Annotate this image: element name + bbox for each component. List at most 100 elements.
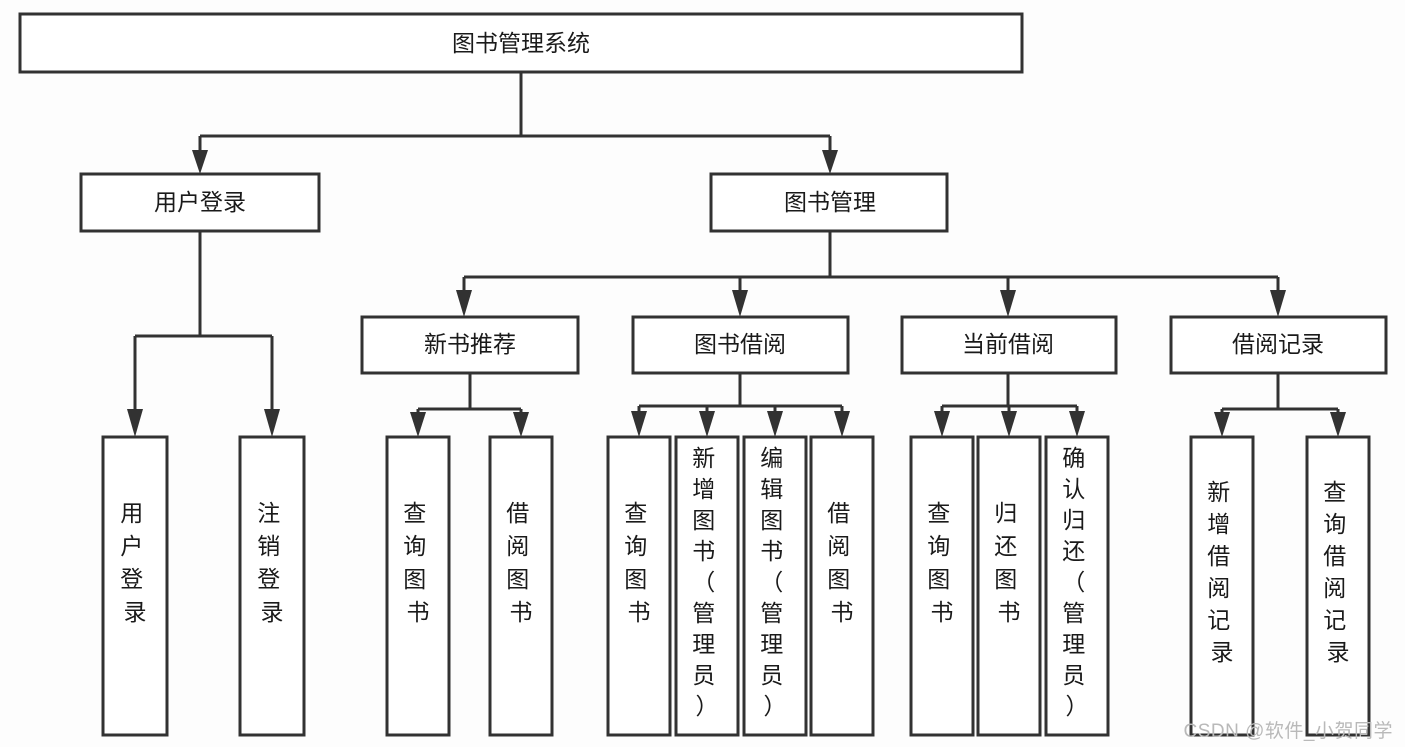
leaf-borrow-edit-book-label: 编 辑 图 书 （ 管 理 员 ） bbox=[760, 445, 789, 719]
node-user-login[interactable]: 用户登录 bbox=[79, 172, 321, 233]
leaf-user-login-box[interactable] bbox=[101, 435, 169, 737]
leaf-char: 编 bbox=[760, 445, 783, 471]
arrow-head-borrow-record bbox=[1270, 290, 1286, 317]
node-book-borrow-box[interactable] bbox=[631, 315, 850, 375]
node-book-management[interactable]: 图书管理 bbox=[709, 172, 949, 233]
leaf-char: 管 bbox=[692, 600, 715, 626]
leaf-char: 图 bbox=[506, 566, 529, 592]
leaf-record-add-box[interactable] bbox=[1189, 435, 1255, 737]
leaf-char: 理 bbox=[760, 631, 783, 657]
connector-layer bbox=[127, 72, 1346, 437]
leaf-char: 员 bbox=[692, 662, 715, 688]
leaf-newbook-borrow-book[interactable]: 借 阅 图 书 bbox=[488, 435, 554, 737]
leaf-char: 新 bbox=[692, 445, 715, 471]
leaf-char: 书 bbox=[510, 599, 533, 625]
node-new-book-recommend-label: 新书推荐 bbox=[424, 331, 516, 357]
leaf-logout-box[interactable] bbox=[238, 435, 306, 737]
leaf-newbook-query-book[interactable]: 查 询 图 书 bbox=[385, 435, 451, 737]
leaf-char: 阅 bbox=[506, 533, 529, 559]
node-book-management-label: 图书管理 bbox=[784, 189, 876, 215]
leaf-user-login[interactable]: 用 户 登 录 bbox=[101, 435, 169, 737]
leaf-char: 询 bbox=[624, 533, 647, 559]
arrow-head-leaf-user-login bbox=[127, 409, 143, 437]
leaf-current-return-book[interactable]: 归 还 图 书 bbox=[976, 435, 1042, 737]
leaf-char: 用 bbox=[120, 500, 143, 526]
arrow-head-record-query bbox=[1330, 412, 1346, 437]
leaf-char: 还 bbox=[994, 533, 1017, 559]
leaf-char: 记 bbox=[1207, 607, 1230, 633]
leaf-char: 图 bbox=[403, 566, 426, 592]
leaf-char: 注 bbox=[257, 500, 280, 526]
leaf-borrow-add-book[interactable]: 新 增 图 书 （ 管 理 员 ） bbox=[674, 435, 740, 737]
leaf-char: （ bbox=[692, 569, 715, 595]
leaf-logout[interactable]: 注 销 登 录 bbox=[238, 435, 306, 737]
leaf-current-confirm-return-label: 确 认 归 还 （ 管 理 员 ） bbox=[1062, 445, 1091, 719]
leaf-char: 理 bbox=[1062, 631, 1085, 657]
leaf-char: 书 bbox=[692, 538, 715, 564]
leaf-newbook-borrow-book-label: 借 阅 图 书 bbox=[506, 500, 535, 625]
leaf-current-confirm-return-box[interactable] bbox=[1044, 435, 1110, 737]
node-current-borrow[interactable]: 当前借阅 bbox=[900, 315, 1118, 375]
leaf-char: ） bbox=[696, 693, 719, 719]
leaf-record-query[interactable]: 查 询 借 阅 记 录 bbox=[1305, 435, 1371, 737]
leaf-record-add-label: 新 增 借 阅 记 录 bbox=[1207, 479, 1236, 665]
leaf-char: 查 bbox=[624, 500, 647, 526]
leaf-borrow-lend-book-label: 借 阅 图 书 bbox=[827, 500, 856, 625]
arrow-head-book-mgmt bbox=[822, 150, 838, 174]
leaf-char: 书 bbox=[407, 599, 430, 625]
leaf-char: 管 bbox=[760, 600, 783, 626]
leaf-char: 登 bbox=[257, 566, 280, 592]
leaf-record-add[interactable]: 新 增 借 阅 记 录 bbox=[1189, 435, 1255, 737]
leaf-char: 查 bbox=[927, 500, 950, 526]
leaf-current-confirm-return[interactable]: 确 认 归 还 （ 管 理 员 ） bbox=[1044, 435, 1110, 737]
arrow-head-record-add bbox=[1214, 412, 1230, 437]
leaf-char: 户 bbox=[120, 533, 143, 559]
leaf-char: 图 bbox=[692, 507, 715, 533]
leaf-char: 书 bbox=[628, 599, 651, 625]
leaf-borrow-edit-book[interactable]: 编 辑 图 书 （ 管 理 员 ） bbox=[742, 435, 808, 737]
leaf-current-return-book-box[interactable] bbox=[976, 435, 1042, 737]
leaf-newbook-query-book-box[interactable] bbox=[385, 435, 451, 737]
leaf-record-query-label: 查 询 借 阅 记 录 bbox=[1323, 479, 1352, 665]
leaf-char: 登 bbox=[120, 566, 143, 592]
leaf-newbook-borrow-book-box[interactable] bbox=[488, 435, 554, 737]
node-current-borrow-box[interactable] bbox=[900, 315, 1118, 375]
leaf-borrow-add-book-box[interactable] bbox=[674, 435, 740, 737]
node-current-borrow-label: 当前借阅 bbox=[962, 331, 1054, 357]
leaf-char: 查 bbox=[403, 500, 426, 526]
leaf-char: 归 bbox=[1062, 507, 1085, 533]
leaf-borrow-query-book[interactable]: 查 询 图 书 bbox=[606, 435, 672, 737]
leaf-char: 借 bbox=[1323, 543, 1346, 569]
leaf-char: 图 bbox=[827, 566, 850, 592]
leaf-char: 员 bbox=[1062, 662, 1085, 688]
leaf-current-query-book[interactable]: 查 询 图 书 bbox=[909, 435, 975, 737]
node-root-box[interactable] bbox=[18, 12, 1024, 74]
node-root[interactable]: 图书管理系统 bbox=[18, 12, 1024, 74]
leaf-char: 录 bbox=[1327, 639, 1350, 665]
leaf-char: 销 bbox=[257, 533, 280, 559]
leaf-record-query-box[interactable] bbox=[1305, 435, 1371, 737]
leaf-borrow-lend-book[interactable]: 借 阅 图 书 bbox=[809, 435, 875, 737]
node-book-management-box[interactable] bbox=[709, 172, 949, 233]
leaf-borrow-edit-book-box[interactable] bbox=[742, 435, 808, 737]
arrow-head-user-login bbox=[192, 150, 208, 174]
leaf-current-query-book-box[interactable] bbox=[909, 435, 975, 737]
leaf-char: ） bbox=[1066, 693, 1089, 719]
node-user-login-label: 用户登录 bbox=[154, 189, 246, 215]
leaf-current-query-book-label: 查 询 图 书 bbox=[927, 500, 956, 625]
leaf-borrow-lend-book-box[interactable] bbox=[809, 435, 875, 737]
arrow-head-current-borrow bbox=[1000, 290, 1016, 317]
node-new-book-recommend[interactable]: 新书推荐 bbox=[360, 315, 580, 375]
leaf-char: 确 bbox=[1062, 445, 1085, 471]
node-borrow-record[interactable]: 借阅记录 bbox=[1169, 315, 1388, 375]
leaf-char: 询 bbox=[1323, 511, 1346, 537]
leaf-logout-label: 注 销 登 录 bbox=[257, 500, 286, 625]
node-borrow-record-box[interactable] bbox=[1169, 315, 1388, 375]
leaf-borrow-query-book-box[interactable] bbox=[606, 435, 672, 737]
leaf-char: 阅 bbox=[1207, 575, 1230, 601]
leaf-user-login-label: 用 户 登 录 bbox=[120, 500, 149, 625]
node-user-login-box[interactable] bbox=[79, 172, 321, 233]
node-new-book-recommend-box[interactable] bbox=[360, 315, 580, 375]
node-book-borrow[interactable]: 图书借阅 bbox=[631, 315, 850, 375]
